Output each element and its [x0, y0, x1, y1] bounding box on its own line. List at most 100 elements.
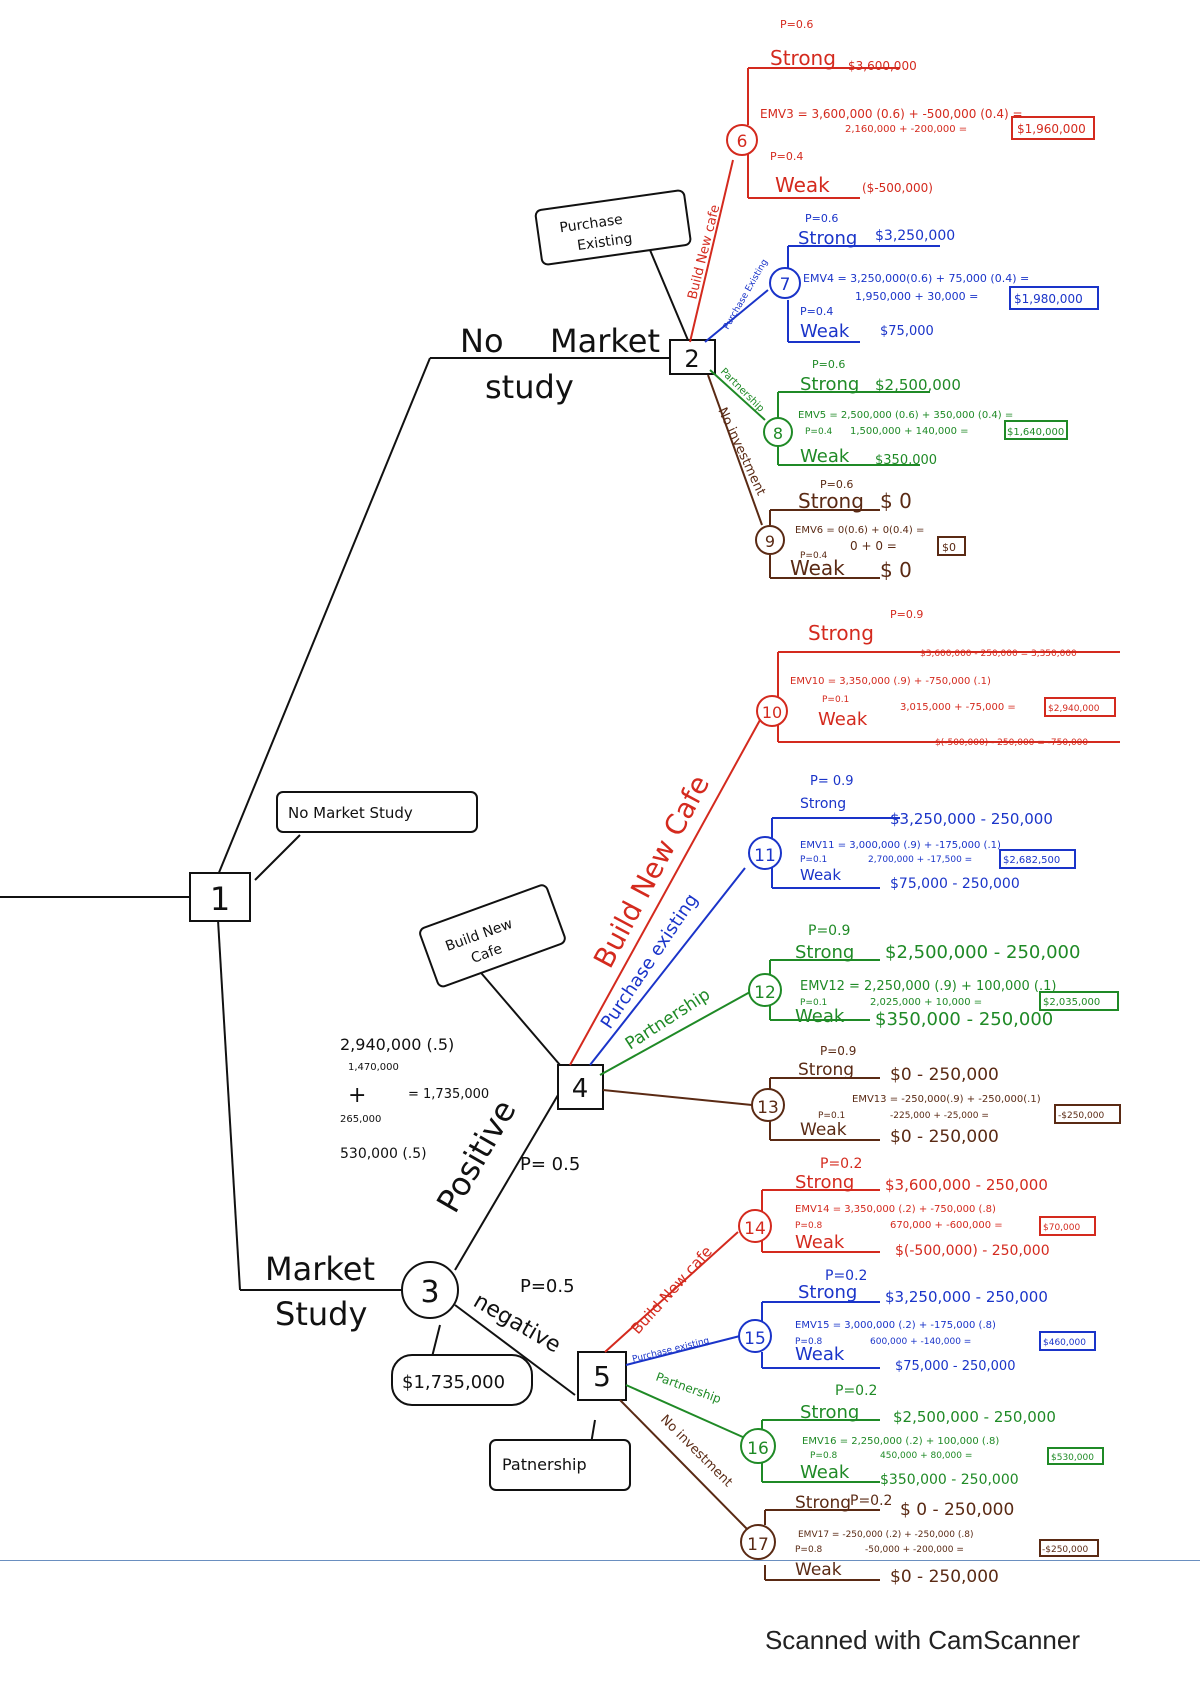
- svg-text:P=0.4: P=0.4: [800, 305, 833, 318]
- svg-text:Weak: Weak: [818, 709, 868, 730]
- svg-text:$460,000: $460,000: [1043, 1338, 1086, 1348]
- svg-text:EMV11 = 3,000,000 (.9) + -175,: EMV11 = 3,000,000 (.9) + -175,000 (.1): [800, 840, 1001, 851]
- outcomes-node-10: P=0.9 Strong $3,600,000 - 250,000 = 3,35…: [790, 608, 1116, 748]
- trunk-lines: [0, 249, 691, 1451]
- chance-node-15: 15: [744, 1329, 766, 1349]
- svg-text:$3,600,000: $3,600,000: [848, 59, 917, 73]
- svg-text:$350,000 - 250,000: $350,000 - 250,000: [875, 1009, 1053, 1030]
- svg-text:1,470,000: 1,470,000: [348, 1062, 399, 1073]
- svg-text:$2,500,000 - 250,000: $2,500,000 - 250,000: [893, 1408, 1056, 1426]
- node-label: 2: [684, 345, 699, 373]
- svg-text:P=0.1: P=0.1: [822, 695, 849, 705]
- node-label: 3: [420, 1275, 439, 1310]
- svg-text:EMV12 = 2,250,000 (.9) + 100,0: EMV12 = 2,250,000 (.9) + 100,000 (.1): [800, 979, 1056, 994]
- svg-text:EMV13 = -250,000(.9) + -250,00: EMV13 = -250,000(.9) + -250,000(.1): [852, 1094, 1041, 1105]
- svg-text:No Market Study: No Market Study: [288, 804, 413, 822]
- svg-text:P=0.9: P=0.9: [890, 608, 923, 621]
- chance-node-9: 9: [765, 532, 775, 551]
- svg-text:$530,000: $530,000: [1051, 1453, 1094, 1463]
- branch-lines-build-positive: [569, 651, 1120, 1066]
- svg-text:2,940,000 (.5): 2,940,000 (.5): [340, 1035, 454, 1054]
- decision-node-5: 5: [577, 1351, 627, 1401]
- svg-text:$2,682,500: $2,682,500: [1003, 855, 1060, 866]
- svg-text:= 1,735,000: = 1,735,000: [408, 1087, 489, 1102]
- node-label: 5: [593, 1360, 611, 1393]
- svg-text:1,500,000 + 140,000 =: 1,500,000 + 140,000 =: [850, 426, 969, 437]
- svg-text:Weak: Weak: [795, 1006, 845, 1027]
- chance-node-11: 11: [754, 846, 776, 866]
- svg-text:P=0.6: P=0.6: [812, 358, 845, 371]
- branch-lines-partnership-negative: [625, 1384, 880, 1483]
- svg-text:Weak: Weak: [795, 1232, 845, 1253]
- svg-text:670,000 + -600,000 =: 670,000 + -600,000 =: [890, 1220, 1003, 1231]
- chance-node-7: 7: [780, 275, 791, 295]
- label-p-negative: P=0.5: [520, 1276, 575, 1297]
- chance-node-12: 12: [754, 983, 776, 1003]
- divider-rule: [0, 1560, 1200, 1561]
- svg-text:$0 - 250,000: $0 - 250,000: [890, 1567, 999, 1587]
- svg-text:Weak: Weak: [795, 1344, 845, 1365]
- svg-text:0 + 0 =: 0 + 0 =: [850, 539, 897, 553]
- svg-text:Strong: Strong: [800, 1402, 859, 1423]
- svg-text:P=0.1: P=0.1: [800, 998, 827, 1008]
- label-partnership: Partnership: [654, 1370, 723, 1407]
- svg-text:Weak: Weak: [800, 1462, 850, 1483]
- svg-text:450,000 + 80,000 =: 450,000 + 80,000 =: [880, 1451, 972, 1461]
- svg-text:EMV16 = 2,250,000 (.2) + 100,0: EMV16 = 2,250,000 (.2) + 100,000 (.8): [802, 1436, 999, 1447]
- svg-text:Weak: Weak: [800, 446, 850, 467]
- callout-market-study-value: $1,735,000: [391, 1354, 533, 1406]
- svg-text:2,025,000 + 10,000 =: 2,025,000 + 10,000 =: [870, 997, 982, 1008]
- branch-lines-purchase-positive: [589, 817, 900, 1066]
- label-positive: Positive: [429, 1093, 524, 1219]
- svg-text:$350,000: $350,000: [875, 453, 937, 468]
- outcomes-node-6: P=0.6 Strong $3,600,000 EMV3 = 3,600,000…: [760, 18, 1095, 197]
- outcomes-node-14: P=0.2 Strong $3,600,000 - 250,000 EMV14 …: [795, 1156, 1096, 1259]
- chance-node-8: 8: [773, 424, 783, 443]
- svg-text:Weak: Weak: [800, 1120, 847, 1140]
- svg-text:P=0.6: P=0.6: [780, 18, 813, 31]
- decision-node-2: 2: [669, 339, 716, 375]
- svg-text:Strong: Strong: [798, 1282, 857, 1303]
- svg-text:$1,640,000: $1,640,000: [1007, 427, 1064, 438]
- svg-text:$3,600,000 - 250,000: $3,600,000 - 250,000: [885, 1176, 1048, 1194]
- svg-text:$75,000 - 250,000: $75,000 - 250,000: [890, 876, 1020, 892]
- label-no: No: [460, 322, 504, 360]
- svg-text:2,160,000 + -200,000 =: 2,160,000 + -200,000 =: [845, 124, 967, 135]
- chance-node-14: 14: [744, 1219, 766, 1239]
- svg-text:Weak: Weak: [795, 1560, 842, 1580]
- svg-text:($-500,000): ($-500,000): [862, 181, 933, 195]
- svg-text:-50,000 + -200,000 =: -50,000 + -200,000 =: [865, 1545, 964, 1555]
- svg-text:Strong: Strong: [800, 796, 846, 812]
- svg-text:P=0.9: P=0.9: [820, 1044, 856, 1058]
- svg-text:$3,600,000 - 250,000 = 3,350,0: $3,600,000 - 250,000 = 3,350,000: [920, 649, 1077, 659]
- outcomes-node-9: P=0.6 Strong $ 0 EMV6 = 0(0.6) + 0(0.4) …: [790, 478, 966, 582]
- svg-text:Weak: Weak: [790, 556, 845, 580]
- svg-text:$3,250,000 - 250,000: $3,250,000 - 250,000: [890, 810, 1053, 828]
- svg-text:Weak: Weak: [775, 173, 830, 197]
- svg-text:P=0.8: P=0.8: [795, 1221, 823, 1231]
- svg-text:$(-500,000) - 250,000 = -750,0: $(-500,000) - 250,000 = -750,000: [935, 738, 1088, 748]
- node-label: 1: [210, 880, 230, 918]
- decision-node-4: 4: [557, 1064, 604, 1110]
- outcomes-node-11: P= 0.9 Strong $3,250,000 - 250,000 EMV11…: [800, 774, 1076, 892]
- label-no-investment: No investment: [714, 405, 768, 498]
- svg-text:Strong: Strong: [798, 489, 864, 513]
- svg-text:Strong: Strong: [795, 942, 854, 963]
- outcomes-node-8: P=0.6 Strong $2,500,000 EMV5 = 2,500,000…: [798, 358, 1068, 468]
- svg-text:P= 0.9: P= 0.9: [810, 774, 854, 789]
- svg-text:Patnership: Patnership: [502, 1455, 587, 1474]
- outcomes-node-7: P=0.6 Strong $3,250,000 EMV4 = 3,250,000…: [798, 212, 1099, 342]
- svg-text:$0 - 250,000: $0 - 250,000: [890, 1065, 999, 1085]
- svg-text:Strong: Strong: [770, 46, 836, 70]
- svg-text:$2,500,000: $2,500,000: [875, 376, 961, 394]
- label-p-positive: P= 0.5: [520, 1154, 580, 1175]
- svg-text:$1,980,000: $1,980,000: [1014, 292, 1083, 306]
- svg-text:$3,250,000 - 250,000: $3,250,000 - 250,000: [885, 1288, 1048, 1306]
- chance-node-17: 17: [747, 1535, 769, 1555]
- branch-lines-build-negative: [604, 1189, 880, 1353]
- callout-purchase-existing: Purchase Existing: [534, 189, 692, 266]
- svg-text:EMV10 = 3,350,000 (.9) + -750,: EMV10 = 3,350,000 (.9) + -750,000 (.1): [790, 676, 991, 687]
- scanner-watermark: Scanned with CamScanner: [764, 1625, 1080, 1655]
- svg-text:600,000 + -140,000 =: 600,000 + -140,000 =: [870, 1337, 971, 1347]
